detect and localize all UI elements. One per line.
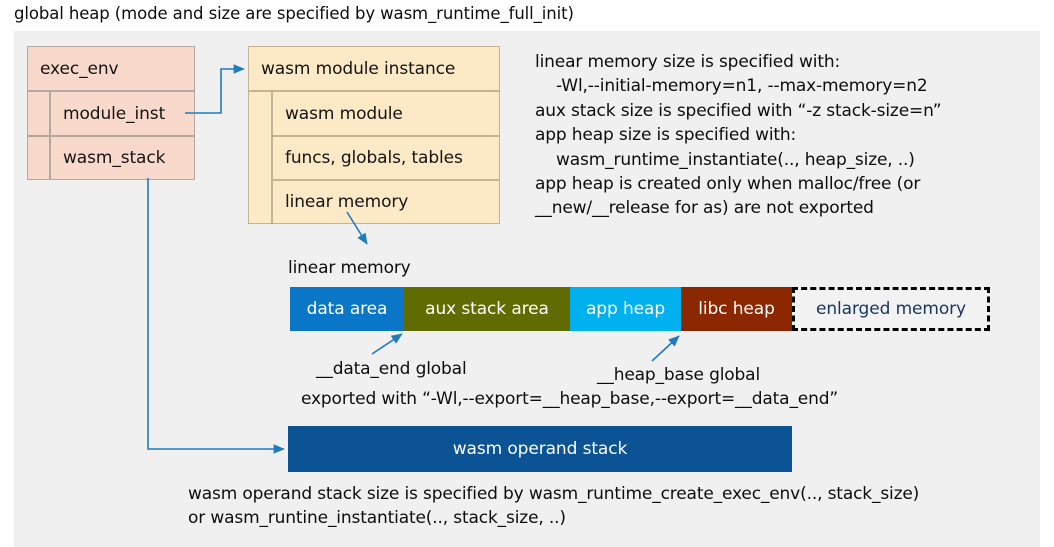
linear-memory-notes: linear memory size is specified with: -W… <box>535 52 942 219</box>
memory-segment-data-area: data area <box>290 287 404 331</box>
module-instance-row-linear-memory: linear memory <box>272 180 500 224</box>
memory-segment-label: enlarged memory <box>815 299 967 319</box>
memory-segment-label: aux stack area <box>425 299 549 319</box>
data-end-global-label: __data_end global <box>316 359 467 379</box>
heap-base-global-label: __heap_base global <box>597 365 761 385</box>
exec-env-gutter-2 <box>27 136 50 180</box>
operand-stack-notes: wasm operand stack size is specified by … <box>188 484 920 529</box>
module-instance-row-funcs-globals-tables: funcs, globals, tables <box>272 136 500 180</box>
exec-env-row-label: module_inst <box>63 103 166 124</box>
module-instance-row-label: funcs, globals, tables <box>285 148 463 168</box>
exec-env-header-label: exec_env <box>40 58 119 79</box>
exported-with-label: exported with “-Wl,--export=__heap_base,… <box>301 389 839 409</box>
memory-segment-app-heap: app heap <box>570 287 681 331</box>
memory-segment-label: data area <box>306 299 388 319</box>
module-instance-row-label: linear memory <box>285 192 409 212</box>
exec-env-row-module-inst: module_inst <box>50 91 195 136</box>
memory-segment-libc-heap: libc heap <box>681 287 792 331</box>
wasm-operand-stack-box: wasm operand stack <box>288 426 792 472</box>
module-instance-row-wasm-module: wasm module <box>272 91 500 136</box>
module-instance-header: wasm module instance <box>248 46 500 91</box>
memory-segment-enlarged-memory: enlarged memory <box>792 287 990 331</box>
memory-segment-label: libc heap <box>698 299 775 319</box>
exec-env-row-wasm-stack: wasm_stack <box>50 136 195 180</box>
wasm-operand-stack-label: wasm operand stack <box>452 439 628 459</box>
memory-segment-aux-stack-area: aux stack area <box>404 287 570 331</box>
linear-memory-bar-caption: linear memory <box>288 258 411 278</box>
page-title: global heap (mode and size are specified… <box>14 4 574 23</box>
exec-env-header: exec_env <box>27 46 195 91</box>
module-instance-row-label: wasm module <box>285 103 403 124</box>
module-instance-gutter <box>248 91 272 224</box>
exec-env-row-label: wasm_stack <box>63 148 166 168</box>
memory-segment-label: app heap <box>585 299 666 319</box>
module-instance-header-label: wasm module instance <box>261 58 456 79</box>
exec-env-gutter-1 <box>27 91 50 136</box>
